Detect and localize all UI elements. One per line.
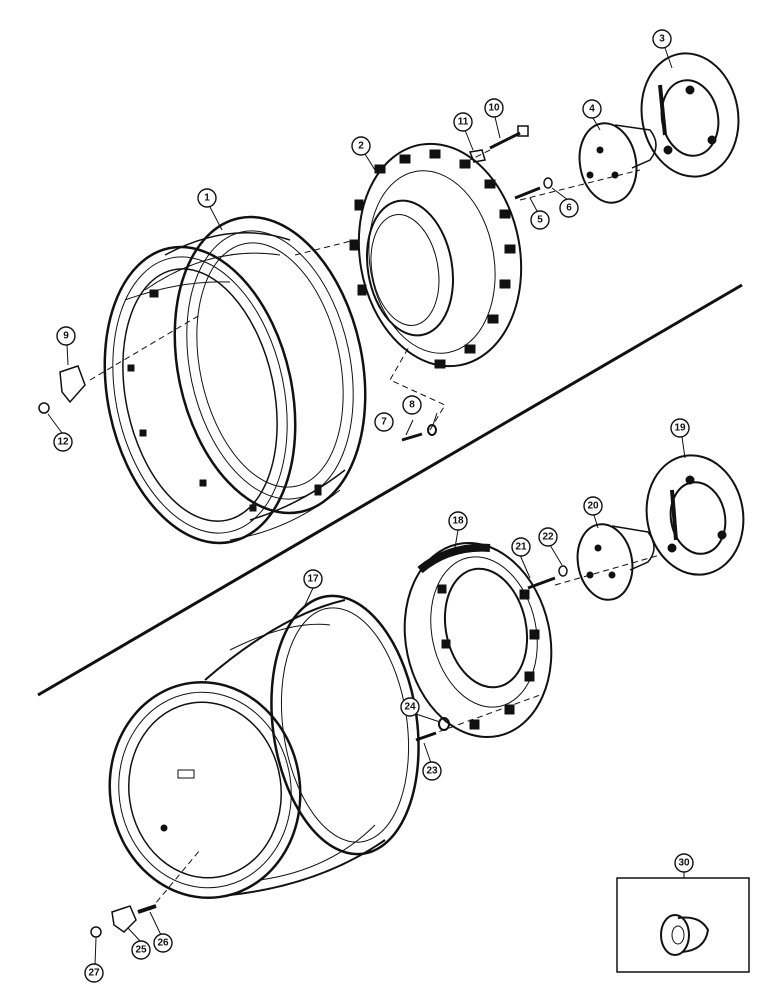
svg-text:1: 1 <box>204 193 210 204</box>
inset-box-part-30 <box>616 877 750 973</box>
callout-7: 7 <box>374 412 394 432</box>
nut-11 <box>468 149 486 163</box>
callout-17: 17 <box>303 569 323 589</box>
weight-clamp-25 <box>111 905 137 933</box>
svg-text:6: 6 <box>566 203 572 214</box>
callout-1: 1 <box>197 188 217 208</box>
callout-21: 21 <box>511 537 531 557</box>
washer-6 <box>543 177 553 189</box>
bolt-5 <box>514 186 541 200</box>
svg-text:12: 12 <box>57 437 69 448</box>
svg-text:8: 8 <box>409 400 415 411</box>
bolt-21 <box>527 576 556 590</box>
callout-11: 11 <box>453 112 473 132</box>
nut-12 <box>38 402 50 414</box>
svg-text:19: 19 <box>674 423 686 434</box>
callout-leaders <box>47 47 686 966</box>
svg-text:22: 22 <box>542 532 554 543</box>
svg-text:17: 17 <box>307 574 319 585</box>
weight-clamp-9 <box>59 365 86 404</box>
svg-text:27: 27 <box>88 968 100 979</box>
svg-text:18: 18 <box>452 516 464 527</box>
callout-18: 18 <box>448 511 468 531</box>
callout-27: 27 <box>84 963 104 983</box>
svg-text:26: 26 <box>157 938 169 949</box>
rim-upper <box>103 215 367 545</box>
axle-flange-lower <box>645 454 745 576</box>
callout-19: 19 <box>670 418 690 438</box>
svg-text:10: 10 <box>488 103 500 114</box>
washer-8 <box>427 424 437 436</box>
callout-30: 30 <box>674 853 694 873</box>
stud-26 <box>137 904 157 914</box>
callout-26: 26 <box>153 933 173 953</box>
svg-text:23: 23 <box>426 766 438 777</box>
callout-25: 25 <box>131 940 151 960</box>
svg-text:30: 30 <box>678 858 690 869</box>
callout-10: 10 <box>484 98 504 118</box>
callout-2: 2 <box>351 136 371 156</box>
svg-text:21: 21 <box>515 542 527 553</box>
callout-24: 24 <box>400 697 420 717</box>
callout-5: 5 <box>530 210 550 230</box>
svg-text:24: 24 <box>404 702 416 713</box>
svg-text:3: 3 <box>659 34 665 45</box>
callout-4: 4 <box>582 99 602 119</box>
svg-text:11: 11 <box>458 117 469 128</box>
axle-flange-upper <box>640 52 740 178</box>
callout-12: 12 <box>53 432 73 452</box>
svg-text:5: 5 <box>537 215 543 226</box>
callout-22: 22 <box>538 527 558 547</box>
svg-text:9: 9 <box>63 331 69 342</box>
nut-27 <box>90 926 102 938</box>
center-disc-lower <box>403 541 553 739</box>
center-disc-upper <box>349 142 523 369</box>
svg-text:7: 7 <box>381 417 387 428</box>
svg-text:25: 25 <box>135 945 147 956</box>
bolt-10 <box>489 125 529 150</box>
callout-23: 23 <box>422 761 442 781</box>
svg-text:4: 4 <box>589 104 595 115</box>
bolt-7 <box>401 432 423 442</box>
hub-lower <box>576 523 655 601</box>
svg-text:2: 2 <box>358 141 364 152</box>
callout-9: 9 <box>56 326 76 346</box>
callout-3: 3 <box>652 29 672 49</box>
section-divider-line <box>37 283 743 697</box>
rim-lower <box>108 594 420 900</box>
callout-20: 20 <box>583 496 603 516</box>
callout-8: 8 <box>402 395 422 415</box>
hub-upper <box>578 122 657 204</box>
washer-22 <box>558 565 568 577</box>
svg-text:20: 20 <box>587 501 599 512</box>
callout-6: 6 <box>559 198 579 218</box>
